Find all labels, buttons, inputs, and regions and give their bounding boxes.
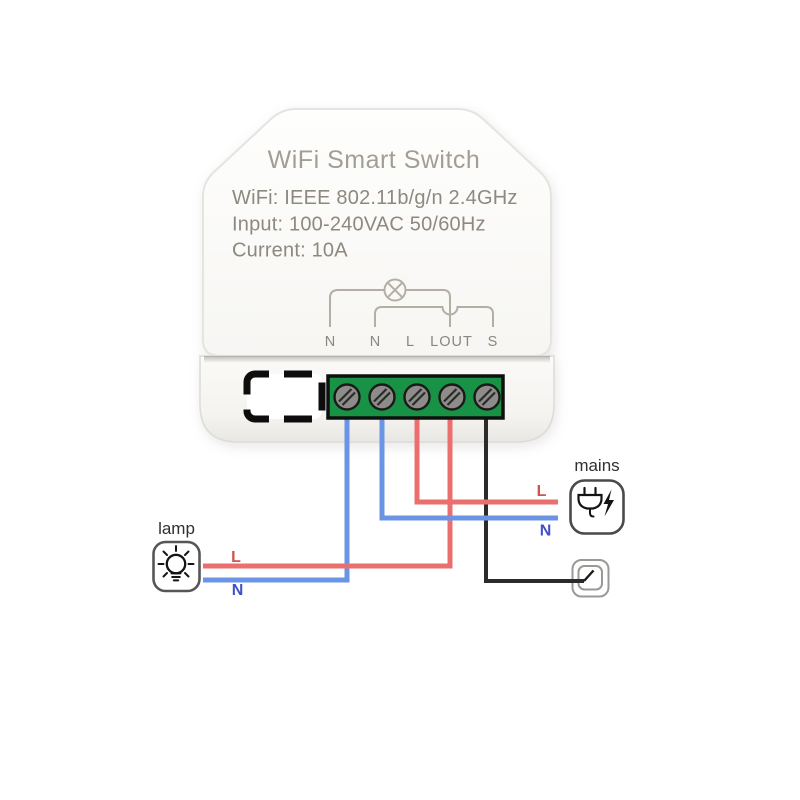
wire-neutral-to-mains — [379, 400, 558, 521]
mains-live-label: L — [537, 483, 547, 500]
terminal-label-lout: LOUT — [430, 334, 473, 350]
screw-terminal-n1 — [333, 383, 361, 411]
screw-terminal-lout — [438, 383, 466, 411]
schematic-bracket-n2-to-s — [374, 306, 494, 327]
screw-terminal-s — [473, 383, 501, 411]
lightning-bolt-icon — [603, 489, 614, 517]
mains-connection: mains L N — [537, 456, 625, 540]
dashed-terminal-cover — [243, 370, 326, 423]
device-spec-input: Input: 100-240VAC 50/60Hz — [232, 214, 486, 236]
wires — [203, 400, 595, 583]
screw-terminal-n2 — [368, 383, 396, 411]
screw-terminals — [333, 383, 501, 411]
screw-terminal-l — [403, 383, 431, 411]
light-bulb-icon — [157, 545, 195, 582]
schematic-bracket-lamp-to-lout — [405, 289, 451, 327]
wire-live-to-mains — [414, 400, 558, 505]
terminal-label-l: L — [406, 334, 414, 350]
mains-neutral-label: N — [540, 523, 552, 540]
mains-label: mains — [574, 456, 619, 475]
switch-lever-tick — [583, 569, 595, 582]
wire-neutral-to-lamp — [203, 400, 350, 583]
wall-switch-icon — [571, 559, 610, 598]
device-spec-current: Current: 10A — [232, 240, 348, 262]
lamp-label: lamp — [158, 519, 195, 538]
device-title: WiFi Smart Switch — [268, 146, 481, 174]
wire-live-lout-to-lamp — [203, 400, 453, 569]
lamp-live-label: L — [231, 549, 241, 566]
terminal-label-n2: N — [370, 334, 380, 350]
terminal-label-n1: N — [325, 334, 335, 350]
schematic-bracket-n1-to-lamp — [329, 289, 385, 327]
printed-schematic — [329, 278, 494, 327]
device-spec-wifi: WiFi: IEEE 802.11b/g/n 2.4GHz — [232, 187, 518, 209]
wire-switch-s — [484, 400, 584, 583]
terminal-labels: N N L LOUT S — [325, 334, 498, 350]
lamp-symbol-icon — [383, 278, 407, 302]
lamp-neutral-label: N — [232, 582, 244, 599]
lamp-connection: lamp L N — [152, 519, 244, 599]
power-plug-icon — [577, 486, 603, 518]
body-band-shadow — [204, 356, 550, 363]
terminal-label-s: S — [488, 334, 498, 350]
